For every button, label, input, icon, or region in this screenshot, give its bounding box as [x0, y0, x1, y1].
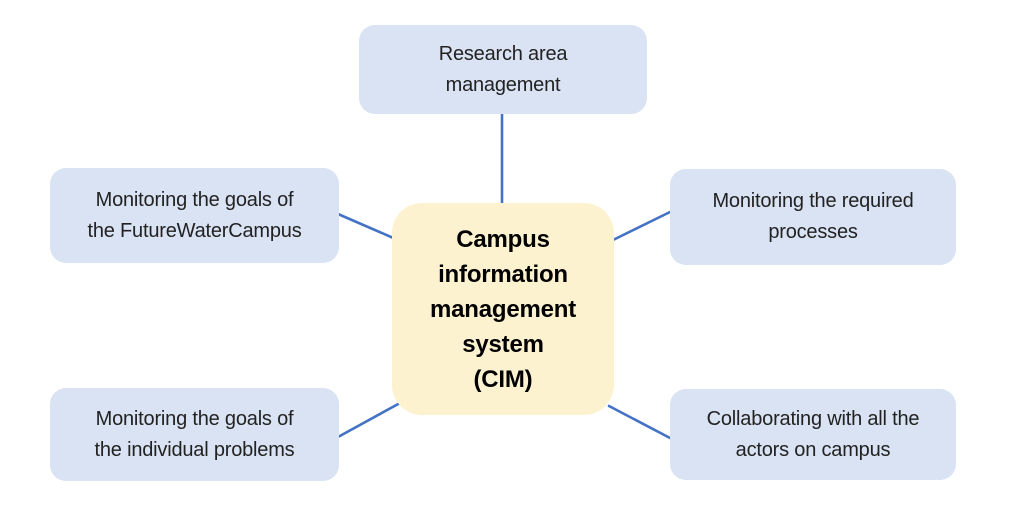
node-label-line: Monitoring the goals of [95, 188, 294, 211]
connector-right-upper [609, 210, 672, 243]
node-label-line: actors on campus [735, 438, 891, 461]
node-research-area-management: Research area management [359, 25, 647, 114]
node-goals-individual-problems: Monitoring the goals of the individual p… [50, 388, 339, 481]
connector-left-upper [336, 212, 400, 242]
node-required-processes: Monitoring the required processes [670, 169, 956, 265]
center-label-line: (CIM) [473, 365, 533, 393]
node-label-line: Collaborating with all the [706, 407, 920, 430]
center-label-line: system [462, 330, 544, 358]
node-label-line: Monitoring the goals of [95, 407, 294, 430]
node-label-line: the FutureWaterCampus [87, 219, 302, 242]
node-label-line: the individual problems [94, 438, 295, 461]
node-goals-futurewatercampus: Monitoring the goals of the FutureWaterC… [50, 168, 339, 263]
connector-left-lower [336, 401, 402, 439]
node-label-line: management [445, 73, 561, 96]
node-label-line: processes [768, 221, 858, 243]
node-collaborating-actors: Collaborating with all the actors on cam… [670, 389, 956, 480]
node-center-cim: Campus information management system (CI… [392, 203, 614, 415]
center-label-line: Campus [456, 225, 550, 253]
center-label-line: information [438, 260, 568, 288]
node-label-line: Research area [438, 42, 568, 65]
center-label-line: management [429, 295, 577, 323]
node-label-line: Monitoring the required [712, 190, 914, 212]
connector-right-lower [607, 404, 672, 440]
